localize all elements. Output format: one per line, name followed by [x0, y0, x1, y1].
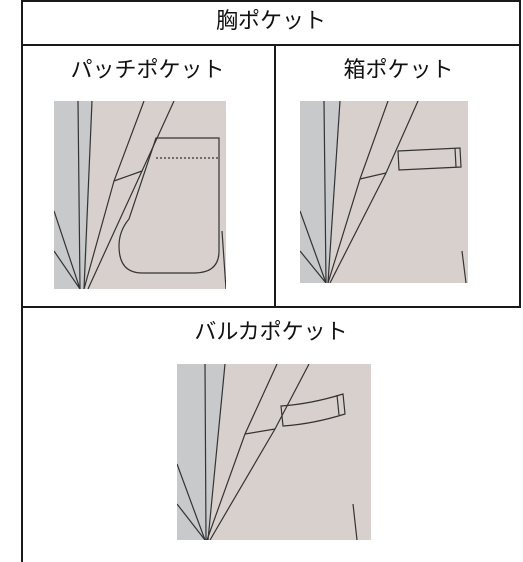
table-right-border	[519, 0, 521, 308]
row-divider	[21, 306, 521, 308]
barca-pocket-illustration	[177, 364, 371, 540]
table-top-border	[21, 0, 521, 2]
barca-pocket-label: バルカポケット	[194, 320, 348, 345]
patch-pocket-illustration	[54, 101, 226, 289]
patch-pocket-label: パッチポケット	[70, 58, 225, 83]
page-title: 胸ポケット	[215, 9, 326, 34]
welt-pocket-illustration	[300, 101, 468, 283]
table-left-border	[21, 0, 23, 562]
welt-pocket-label: 箱ポケット	[343, 58, 454, 83]
header-divider	[21, 44, 521, 46]
column-divider	[274, 44, 276, 308]
